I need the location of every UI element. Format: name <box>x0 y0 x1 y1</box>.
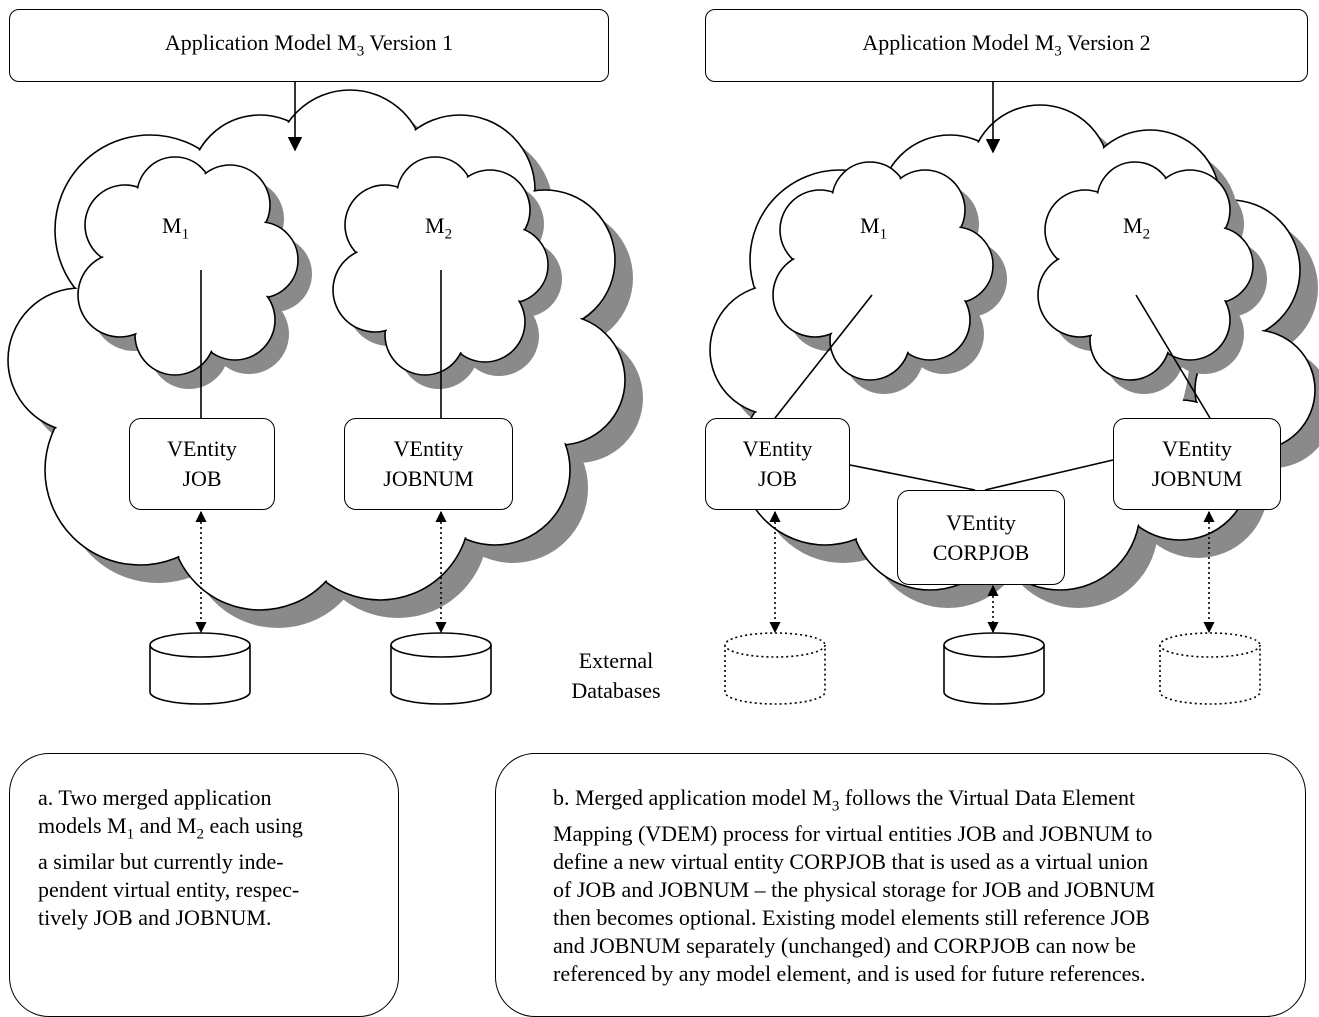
left-title-box: Application Model M3 Version 1 <box>9 9 609 82</box>
left-title: Application Model M3 Version 1 <box>164 30 454 60</box>
right-m2-label: M2 <box>1123 213 1151 243</box>
left-m2-label: M2 <box>425 213 453 243</box>
caption-a: a. Two merged application models M1 and … <box>9 753 399 1017</box>
caption-a-line: pendent virtual entity, respec- <box>38 877 300 903</box>
caption-a-line: a similar but currently inde- <box>38 849 284 875</box>
right-jobnum-database-optional <box>1159 632 1261 705</box>
left-m1-label: M1 <box>162 213 190 243</box>
caption-b-line: Mapping (VDEM) process for virtual entit… <box>553 821 1153 847</box>
caption-b-line: referenced by any model element, and is … <box>553 961 1146 987</box>
right-m1-to-job-line <box>774 294 873 419</box>
caption-b-line: and JOBNUM separately (unchanged) and CO… <box>553 933 1136 959</box>
caption-b-line: define a new virtual entity CORPJOB that… <box>553 849 1149 875</box>
caption-a-line: tively JOB and JOBNUM. <box>38 905 272 931</box>
right-m2-to-jobnum-line <box>1135 294 1211 419</box>
left-job-database <box>149 632 251 705</box>
right-jobnum-to-corpjob-line <box>984 459 1114 491</box>
right-corpjob-database <box>943 632 1045 705</box>
caption-a-line: models M1 and M2 each using <box>38 813 303 843</box>
right-title: Application Model M3 Version 2 <box>862 30 1151 60</box>
caption-a-line: a. Two merged application <box>38 785 272 810</box>
caption-b: b. Merged application model M3 follows t… <box>495 753 1306 1017</box>
external-databases-label: External Databases <box>571 648 661 703</box>
left-jobnum-database <box>390 632 492 705</box>
right-job-to-corpjob-line <box>849 464 976 491</box>
caption-b-line: of JOB and JOBNUM – the physical storage… <box>553 877 1155 903</box>
right-m1-label: M1 <box>860 213 888 243</box>
right-title-box: Application Model M3 Version 2 <box>705 9 1308 82</box>
caption-b-line: b. Merged application model M3 follows t… <box>553 785 1136 815</box>
caption-b-line: then becomes optional. Existing model el… <box>553 905 1150 931</box>
right-job-database-optional <box>724 632 826 705</box>
